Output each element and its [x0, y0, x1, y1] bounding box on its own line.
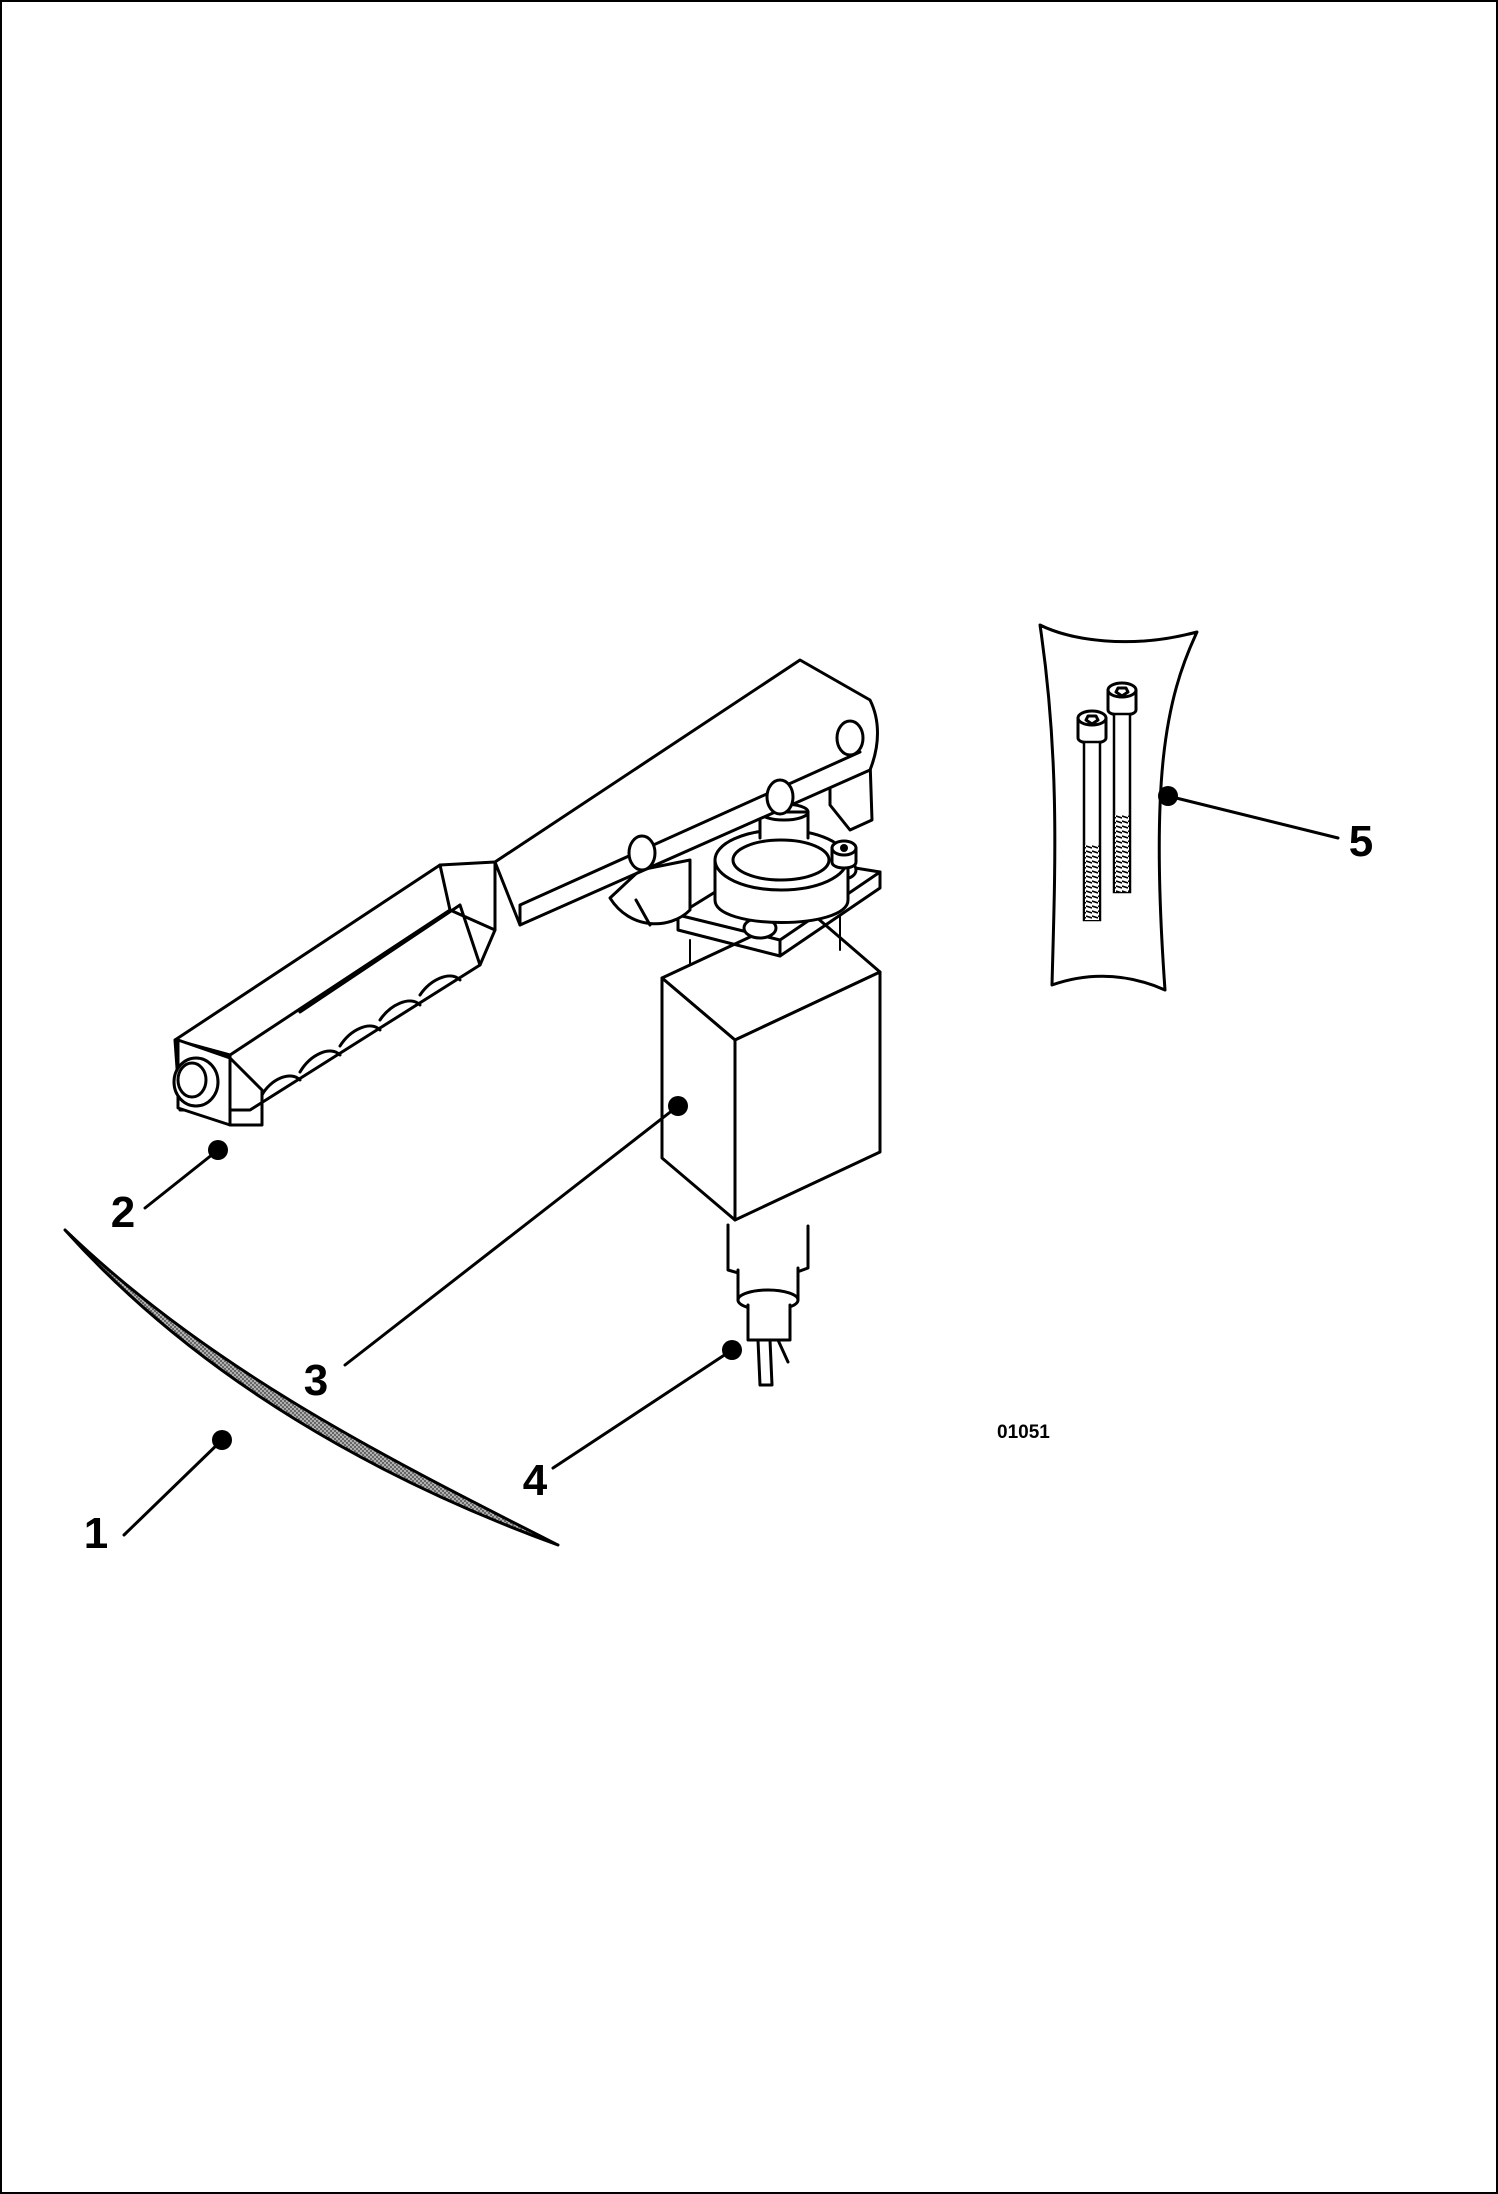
- handle-lever: [172, 658, 879, 1127]
- leader-dot: [668, 1096, 688, 1116]
- cartridge-fitting: [726, 1223, 810, 1387]
- leader-dot: [1158, 786, 1178, 806]
- callout-4: 4: [523, 1456, 548, 1505]
- callout-5: 5: [1349, 817, 1373, 866]
- figure-number: 01051: [997, 1422, 1050, 1443]
- leader-dot: [722, 1340, 742, 1360]
- callout-3: 3: [304, 1356, 328, 1405]
- pump-head: [676, 802, 882, 958]
- leader-dot: [208, 1140, 228, 1160]
- valve-body: [660, 908, 882, 1222]
- callout-leaders: [122, 786, 1340, 1537]
- callout-labels: 1 2 3 4 5: [84, 817, 1373, 1558]
- gasket-strip: [63, 1228, 560, 1547]
- screw-kit-card: [1038, 623, 1199, 992]
- callout-2: 2: [111, 1188, 135, 1237]
- callout-1: 1: [84, 1509, 108, 1558]
- leader-dot: [212, 1430, 232, 1450]
